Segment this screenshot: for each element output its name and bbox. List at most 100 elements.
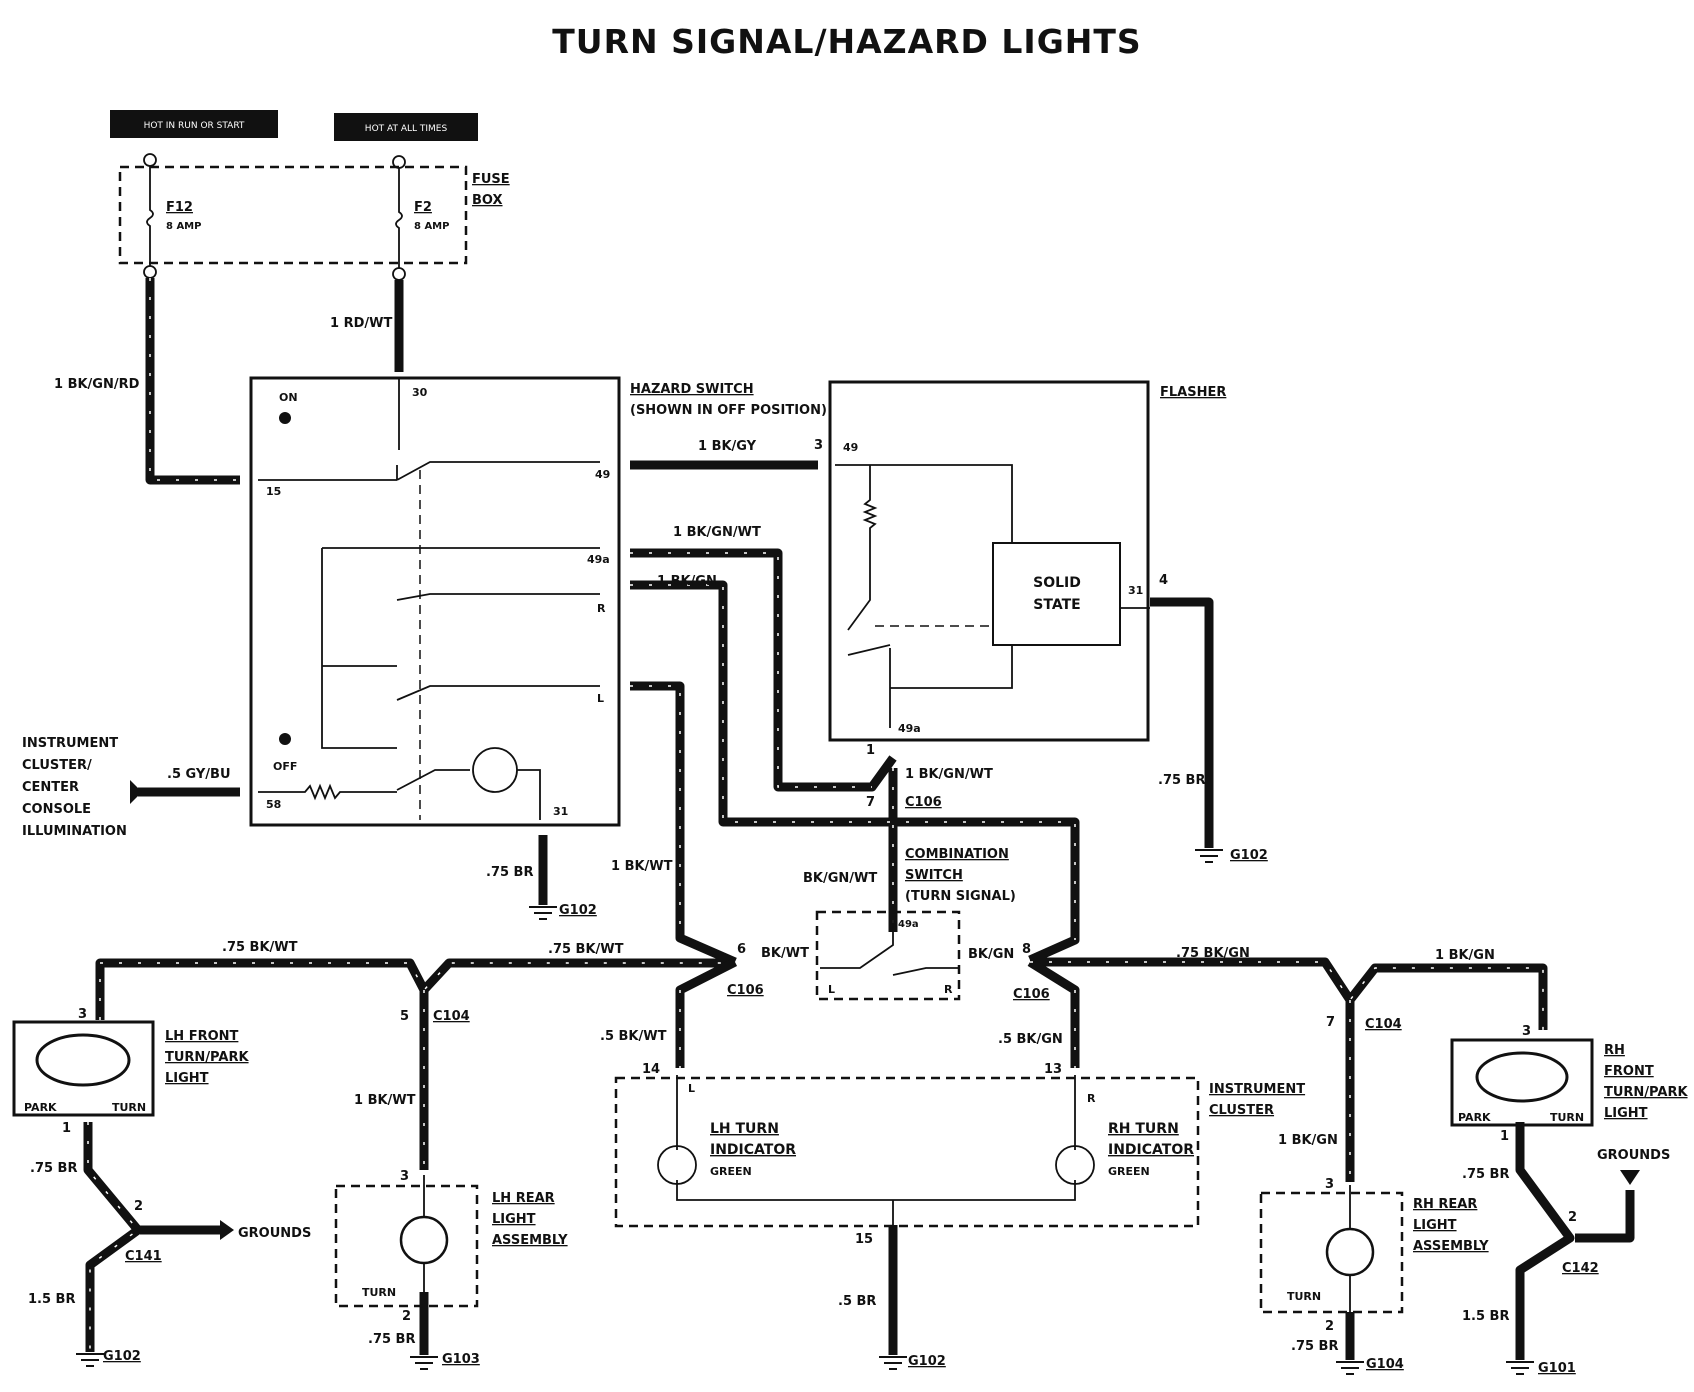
hazard-terminal-r: R [597, 602, 606, 615]
pin-label: 6 [737, 942, 746, 957]
flasher-solid-label: SOLID [1033, 575, 1081, 591]
connector-c104-b: C104 [1365, 1017, 1402, 1032]
combination-switch-title-3: (TURN SIGNAL) [905, 889, 1016, 904]
hazard-terminal-31: 31 [553, 805, 568, 818]
flasher-terminal-31: 31 [1128, 584, 1143, 597]
wire-label-bk-gn-5: .5 BK/GN [998, 1032, 1063, 1047]
illum-label-3: CENTER [22, 780, 79, 795]
wire-label-bk-wt-short: BK/WT [761, 946, 809, 961]
pin-label: 15 [855, 1232, 873, 1247]
power-tag-run-start [110, 110, 278, 138]
illum-label-4: CONSOLE [22, 802, 91, 817]
pin-label: 3 [1522, 1024, 1531, 1039]
wire-label-bk-wt: 1 BK/WT [611, 859, 673, 874]
instrument-cluster-title-1: INSTRUMENT [1209, 1082, 1305, 1097]
pin-label: 5 [400, 1009, 409, 1024]
hazard-terminal-15: 15 [266, 485, 281, 498]
pin-label: 14 [642, 1062, 660, 1077]
lh-turn-indicator-label-3: GREEN [710, 1165, 752, 1178]
flasher-internal [835, 464, 1150, 728]
wire-label-bk-gn-short: BK/GN [968, 947, 1014, 962]
wire-harness [83, 278, 1635, 1360]
power-tag-all-times [334, 113, 478, 141]
wire-label-rd-wt: 1 RD/WT [330, 316, 392, 331]
grounds-label-lh: GROUNDS [238, 1226, 311, 1241]
lh-rear-label-3: ASSEMBLY [492, 1233, 568, 1248]
hazard-switch-box [249, 376, 621, 827]
wire-label-gy-bu: .5 GY/BU [167, 767, 231, 782]
wire-label-bk-gn-1-b: 1 BK/GN [1278, 1133, 1338, 1148]
hazard-terminal-58: 58 [266, 798, 281, 811]
lh-rear-turn: TURN [362, 1286, 396, 1299]
wire-bk-gn-rd [145, 278, 240, 485]
pin-label: 7 [1326, 1015, 1335, 1030]
ground-icon [1506, 1361, 1534, 1375]
hazard-terminal-49: 49 [595, 468, 610, 481]
pin-label: 3 [400, 1169, 409, 1184]
pin-label: 7 [866, 795, 875, 810]
wire-label-bk-gn-wt-2: 1 BK/GN/WT [905, 767, 993, 782]
fuse-f12-name: F12 [166, 200, 193, 215]
ground-symbols [76, 849, 1534, 1375]
fuse-f2-rating: 8 AMP [414, 221, 449, 232]
rh-front-park: PARK [1458, 1111, 1491, 1124]
ground-icon [410, 1356, 438, 1370]
wire-bk-gn-75 [1030, 957, 1548, 1030]
ground-label-g102-c: G102 [908, 1354, 946, 1369]
rh-turn-indicator-label-1: RH TURN [1108, 1121, 1179, 1137]
rh-front-label-3: TURN/PARK [1604, 1085, 1688, 1100]
connector-c106-c: C106 [1013, 987, 1050, 1002]
hazard-switch-title: HAZARD SWITCH [630, 382, 754, 397]
rh-front-label-2: FRONT [1604, 1064, 1654, 1079]
lh-front-label-1: LH FRONT [165, 1029, 239, 1044]
ground-icon [76, 1353, 104, 1367]
fuse-f12-bottom-terminal [143, 265, 157, 279]
lh-front-bulb-icon [35, 1033, 131, 1087]
lh-rear-label-2: LIGHT [492, 1212, 536, 1227]
wire-bk-wt-upper [630, 681, 737, 967]
lh-front-turn: TURN [112, 1101, 146, 1114]
lh-rear-light-box [334, 1184, 479, 1308]
lh-rear-label-1: LH REAR [492, 1191, 555, 1206]
wire-label-bk-gn-1-a: 1 BK/GN [1435, 948, 1495, 963]
lh-grounds-arrow-icon [220, 1220, 234, 1240]
wire-label-br-hazard: .75 BR [486, 865, 533, 880]
fuse-f12-rating: 8 AMP [166, 221, 201, 232]
connector-c104-a: C104 [433, 1009, 470, 1024]
rh-front-light-box [1450, 1038, 1594, 1127]
rh-grounds-arrow-icon [1620, 1170, 1640, 1185]
pin-label: 2 [1568, 1210, 1577, 1225]
flasher-terminal-49: 49 [843, 441, 858, 454]
flasher-title: FLASHER [1160, 385, 1226, 400]
ground-icon [529, 906, 557, 920]
wire-label-br15-rh: 1.5 BR [1462, 1309, 1509, 1324]
pin-label: 2 [134, 1199, 143, 1214]
hazard-terminal-30: 30 [412, 386, 428, 399]
ground-label-g102-d: G102 [1230, 848, 1268, 863]
rh-front-bulb-icon [1475, 1051, 1569, 1103]
cluster-terminal-l: L [688, 1082, 695, 1095]
combination-switch-contacts [820, 920, 958, 976]
lh-front-park: PARK [24, 1101, 57, 1114]
pin-label: 4 [1159, 573, 1168, 588]
lh-front-label-2: TURN/PARK [165, 1050, 249, 1065]
wire-label-bk-wt-1: 1 BK/WT [354, 1093, 416, 1108]
rh-rear-light-box [1259, 1191, 1404, 1314]
ground-icon [879, 1356, 907, 1370]
diagram-title: TURN SIGNAL/HAZARD LIGHTS [552, 22, 1142, 61]
ground-label-g101: G101 [1538, 1361, 1576, 1376]
wire-label-br-rh-rear: .75 BR [1291, 1339, 1338, 1354]
rh-rear-label-1: RH REAR [1413, 1197, 1477, 1212]
wire-rh-grounds [1575, 1190, 1635, 1243]
wire-label-br-lh-front: .75 BR [30, 1161, 77, 1176]
ground-label-g102-b: G102 [559, 903, 597, 918]
wire-lh-front-ground [83, 1122, 143, 1352]
wire-label-br-flasher: .75 BR [1158, 773, 1205, 788]
rh-rear-label-3: ASSEMBLY [1413, 1239, 1489, 1254]
illum-label-5: ILLUMINATION [22, 824, 127, 839]
rh-rear-bulb-icon [1325, 1227, 1375, 1277]
ground-icon [1336, 1361, 1364, 1375]
wire-label-br-lh-rear: .75 BR [368, 1332, 415, 1347]
wire-label-bk-gn-rd: 1 BK/GN/RD [54, 377, 140, 392]
